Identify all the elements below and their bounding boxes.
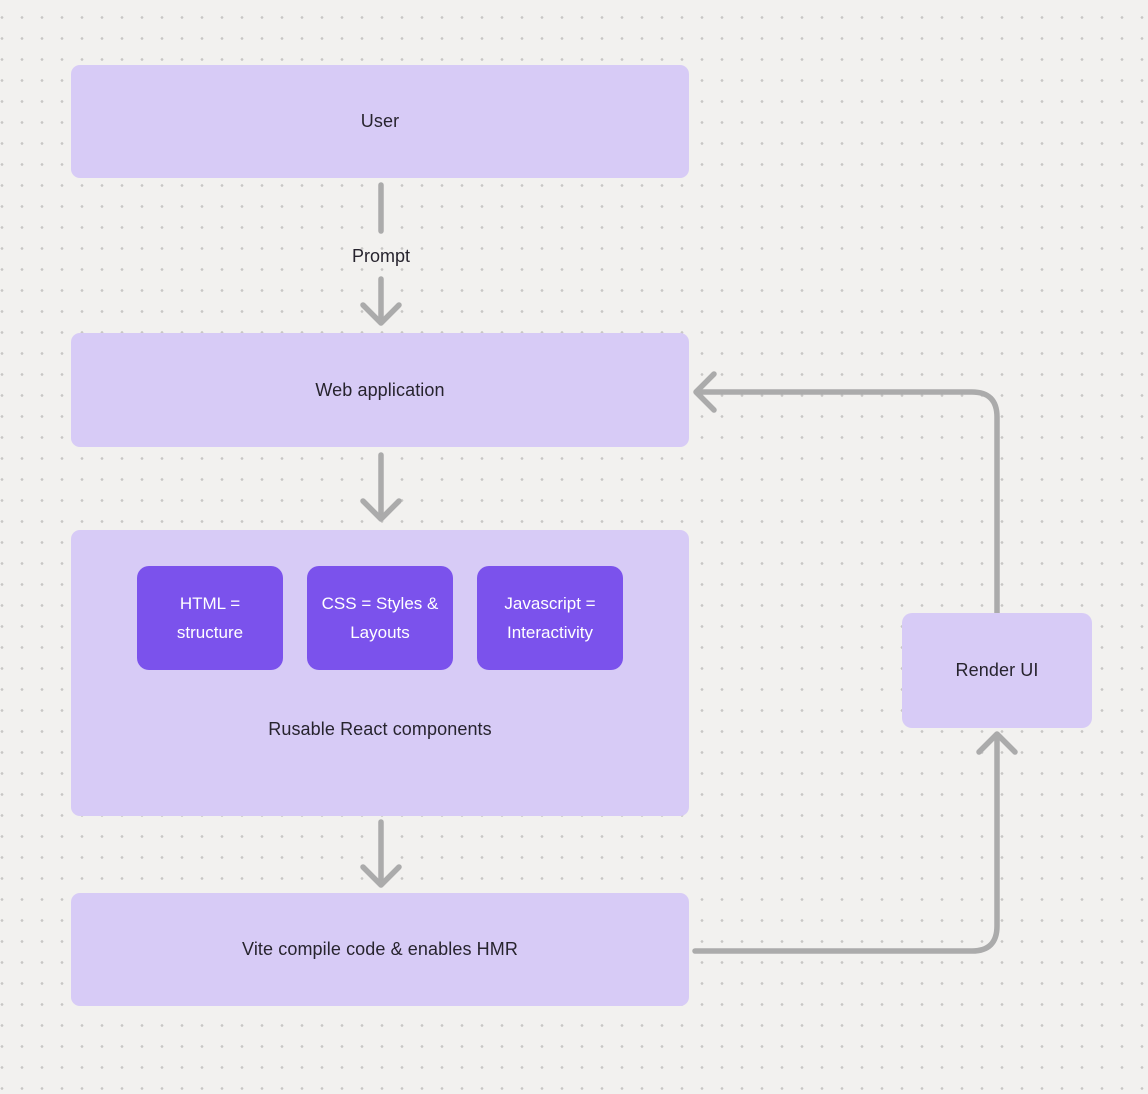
- edge-label-prompt: Prompt: [351, 246, 411, 266]
- node-render-ui-label: Render UI: [955, 660, 1039, 680]
- components-group-label: Rusable React components: [268, 719, 492, 739]
- chip-css-styles-layouts[interactable]: CSS = Styles & Layouts: [307, 566, 453, 670]
- chip-javascript-interactivity-label: Javascript = Interactivity: [504, 594, 596, 642]
- chip-html-structure-label: HTML = structure: [176, 594, 244, 642]
- chip-css-styles-layouts-label: CSS = Styles & Layouts: [321, 594, 439, 642]
- arrow-user-to-webapp-head: [360, 302, 402, 326]
- node-vite[interactable]: Vite compile code & enables HMR: [71, 893, 689, 1006]
- arrow-components-to-vite-head: [360, 864, 402, 888]
- node-web-application[interactable]: Web application: [71, 333, 689, 447]
- node-vite-label: Vite compile code & enables HMR: [242, 939, 518, 959]
- node-web-application-label: Web application: [315, 379, 445, 400]
- arrow-vite-to-renderui-line: [692, 735, 1000, 954]
- node-render-ui[interactable]: Render UI: [902, 613, 1092, 728]
- arrow-webapp-to-components-head: [360, 498, 402, 522]
- arrow-renderui-to-webapp-line: [697, 389, 1000, 616]
- arrow-vite-to-renderui-head: [976, 731, 1018, 755]
- chip-javascript-interactivity[interactable]: Javascript = Interactivity: [477, 566, 623, 670]
- chip-html-structure[interactable]: HTML = structure: [137, 566, 283, 670]
- node-user[interactable]: User: [71, 65, 689, 178]
- node-user-label: User: [360, 111, 400, 131]
- arrow-renderui-to-webapp-head: [693, 371, 717, 413]
